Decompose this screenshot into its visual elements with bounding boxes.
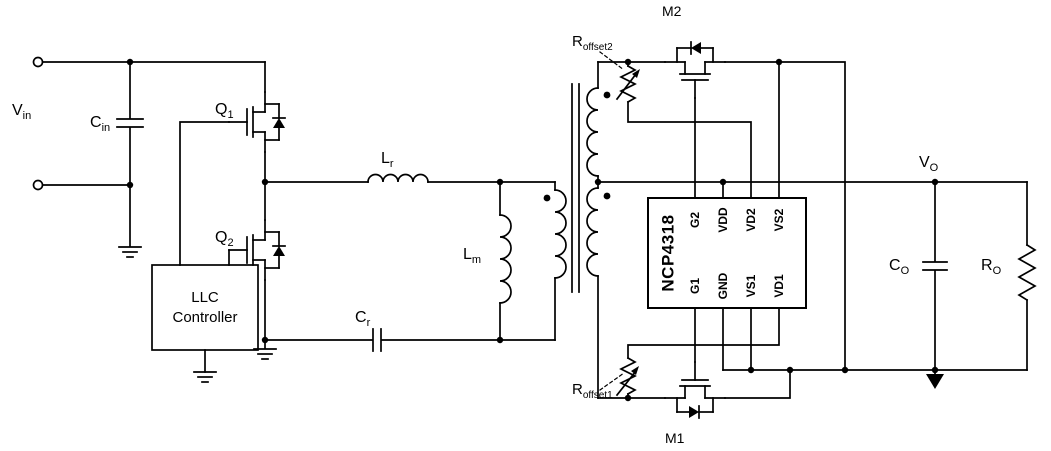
polarity-dot-primary: [543, 194, 551, 202]
primary-winding: [554, 189, 567, 279]
label-ro: RO: [981, 257, 1002, 278]
label-vo: VO: [919, 154, 939, 175]
half-bridge-section: [151, 61, 286, 383]
label-cin: Cin: [90, 114, 111, 135]
pin-label-vdd: VDD: [716, 207, 730, 233]
transformer: [543, 61, 611, 399]
input-terminal-top: [32, 56, 44, 68]
label-m1: M1: [665, 430, 685, 446]
trimmer-arrow: [631, 366, 639, 375]
label-vin: Vin: [12, 102, 32, 123]
label-q2: Q2: [215, 229, 234, 250]
secondary-winding-bottom: [586, 187, 599, 277]
llc-controller-label: LLC Controller: [152, 265, 258, 350]
label-roffset2: Roffset2: [572, 33, 613, 53]
resistor-roffset1: [619, 356, 637, 396]
label-cr: Cr: [355, 309, 371, 330]
input-terminal-bottom: [32, 179, 44, 191]
resistor-ro: [1017, 243, 1037, 302]
pin-label-g2: G2: [688, 211, 702, 229]
label-lr: Lr: [381, 150, 394, 171]
output-section: [597, 178, 1037, 389]
pin-label-vd1: VD1: [772, 274, 786, 298]
label-q1: Q1: [215, 101, 234, 122]
ground-symbol: [118, 246, 142, 258]
transformer-core: [571, 83, 580, 293]
polarity-dot-secondary-top: [603, 91, 611, 99]
ic-ncp4318: [647, 197, 807, 309]
llc-line2: Controller: [172, 308, 238, 326]
polarity-dot-secondary-mid: [603, 192, 611, 200]
mosfet-q1: [228, 91, 286, 153]
pin-label-vs1: VS1: [744, 274, 758, 298]
capacitor-cr: [264, 328, 556, 352]
resistor-roffset2: [619, 64, 637, 104]
inductor-lm: [499, 214, 512, 304]
pin-label-vs2: VS2: [772, 208, 786, 232]
resonant-tank: [264, 173, 556, 352]
pin-label-gnd: GND: [716, 272, 730, 300]
label-ic-name: NCP4318: [658, 214, 678, 292]
ground-symbol: [193, 371, 217, 383]
label-roffset1: Roffset1: [572, 381, 613, 401]
inductor-lr: [367, 173, 429, 183]
mosfet-m2: [664, 41, 726, 99]
trimmer-arrow: [632, 69, 640, 78]
label-co: CO: [889, 257, 910, 278]
capacitor-co: [922, 181, 948, 375]
pin-label-vd2: VD2: [744, 208, 758, 232]
capacitor-cin: [42, 61, 266, 247]
sr-bottom-section: [597, 307, 1028, 419]
ground-arrow: [926, 374, 944, 389]
ic-body: [647, 197, 807, 309]
input-section: [32, 56, 266, 258]
label-m2: M2: [662, 3, 682, 19]
label-lm: Lm: [463, 246, 482, 267]
pin-label-g1: G1: [688, 277, 702, 295]
sr-top-section: [597, 41, 846, 371]
secondary-winding-top: [586, 87, 599, 177]
llc-line1: LLC: [191, 289, 219, 306]
mosfet-m1: [664, 361, 726, 419]
